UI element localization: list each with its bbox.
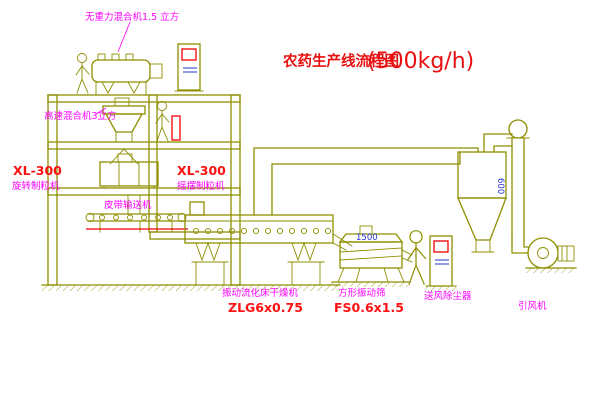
- label-gravity-mixer: 无重力混合机1.5 立方: [85, 11, 179, 23]
- floor-slab-2: [47, 141, 241, 150]
- screen-inlet: [359, 225, 373, 235]
- cyclone-exhaust-pipe: [483, 133, 513, 153]
- induced-draft-fan: [511, 237, 577, 273]
- leader-gravity-mixer: [117, 21, 131, 53]
- vibrating-screen: [331, 225, 413, 287]
- worker-figure-top: [75, 53, 90, 94]
- fluid-bed-dryer: [184, 201, 353, 286]
- cabinet-red-panel: [181, 48, 197, 61]
- label-dryer-name: 振动流化床干燥机: [222, 287, 299, 299]
- building-structure: [41, 94, 341, 291]
- diagram-title: 农药生产线流程图: [282, 52, 399, 70]
- leader-high-speed-mixer: [95, 107, 107, 115]
- wall-panel-red: [171, 115, 181, 141]
- label-screen-name: 方形振动筛: [338, 287, 386, 299]
- label-dryer-model: ZLG6x0.75: [228, 300, 303, 315]
- dryer-spring-left: [195, 241, 221, 262]
- worker-figure-mid: [155, 101, 170, 142]
- ground-hatch: [42, 285, 340, 291]
- supply-air-dust-collector: [425, 235, 458, 291]
- label-granulator-left-name: 旋转制粒机: [12, 180, 60, 192]
- dryer-spring-right: [291, 241, 317, 262]
- label-belt-conveyor: 皮带输送机: [104, 199, 152, 211]
- collector-red-panel: [433, 240, 449, 253]
- label-dust-collector: 送风除尘器: [424, 290, 472, 302]
- fan-motor: [557, 245, 575, 262]
- belt-conveyor: [85, 213, 188, 233]
- label-granulator-right-name: 摇摆制粒机: [177, 180, 225, 192]
- dryer-feed-hopper: [189, 201, 205, 216]
- label-granulator-right-model: XL-300: [177, 163, 226, 178]
- dimension-screen-width: 1500: [356, 233, 378, 243]
- cyclone-outlet: [475, 239, 491, 253]
- floor-slab-3: [47, 187, 241, 196]
- label-screen-model: FS0.6x1.5: [334, 300, 404, 315]
- floor-slab-4: [149, 231, 241, 240]
- exhaust-stack: [506, 119, 530, 241]
- cyclone-separator: [457, 133, 513, 253]
- fan-housing: [527, 237, 559, 269]
- label-induced-draft-fan: 引风机: [518, 300, 547, 312]
- floor-slab-top: [47, 94, 241, 103]
- control-cabinet-upper: [174, 43, 204, 92]
- screen-outlet-spouts: [401, 249, 413, 263]
- dimension-cyclone-diameter: 600: [495, 178, 505, 194]
- label-high-speed-mixer: 高速混合机3立方: [44, 110, 117, 122]
- label-granulator-left-model: XL-300: [13, 163, 62, 178]
- mixer-motor: [149, 63, 163, 79]
- exhaust-duct: [253, 147, 479, 216]
- diagram-capacity: (500kg/h): [367, 49, 474, 74]
- stack-rain-cap: [508, 119, 528, 139]
- text-labels: 农药生产线流程图 (500kg/h) 无重力混合机1.5 立方 高速混合机3立方…: [12, 11, 547, 315]
- worker-figure-ground: [407, 230, 427, 285]
- gravity-mixer: [91, 53, 163, 95]
